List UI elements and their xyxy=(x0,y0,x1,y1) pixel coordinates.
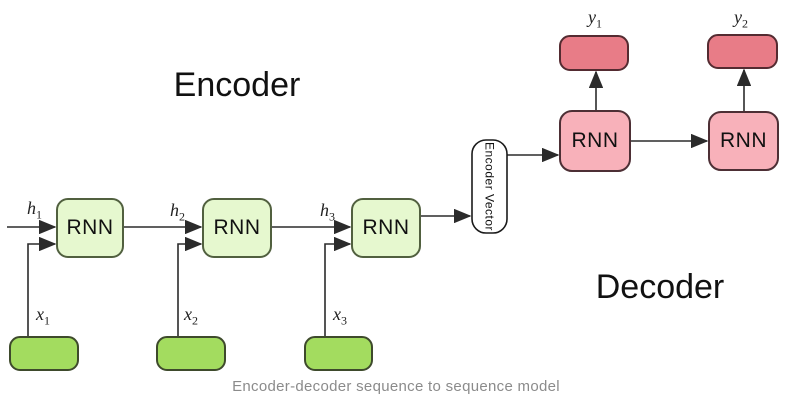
rnn-text: RNN xyxy=(720,129,767,152)
math-sub: 2 xyxy=(192,313,198,328)
output-y1-box xyxy=(559,35,629,71)
rnn-text: RNN xyxy=(66,216,114,239)
rnn-text: RNN xyxy=(213,216,261,239)
math-base: x xyxy=(333,304,341,324)
encoder-vector-label: Encoder Vector xyxy=(472,140,507,233)
decoder-title: Decoder xyxy=(595,268,725,306)
math-sub: 1 xyxy=(596,16,602,31)
encoder-rnn2-box xyxy=(202,198,272,258)
math-sub: 2 xyxy=(742,16,748,31)
math-sub: 3 xyxy=(341,313,347,328)
decoder-rnn2-label: RNN xyxy=(709,112,778,170)
hidden-state-label-h3: h3 xyxy=(320,200,335,224)
input-label-x2: x2 xyxy=(184,304,198,328)
hidden-state-label-h2: h2 xyxy=(170,200,185,224)
hidden-state-label-h1: h1 xyxy=(27,198,42,222)
input-x2-box xyxy=(156,336,226,371)
math-base: h xyxy=(27,198,36,218)
figure-caption: Encoder-decoder sequence to sequence mod… xyxy=(232,378,560,395)
math-base: x xyxy=(184,304,192,324)
math-base: y xyxy=(734,7,742,27)
math-base: y xyxy=(588,7,596,27)
arrow-x2-into-rnn2 xyxy=(177,236,203,337)
encoder-vector-box xyxy=(471,139,508,234)
decoder-rnn2-box xyxy=(708,111,779,171)
output-label-y1: y1 xyxy=(588,7,602,31)
rnn-text: RNN xyxy=(571,129,619,152)
encoder-rnn3-box xyxy=(351,198,421,258)
encoder-rnn3-label: RNN xyxy=(352,199,420,257)
math-base: h xyxy=(170,200,179,220)
decoder-rnn1-label: RNN xyxy=(560,111,630,171)
input-label-x3: x3 xyxy=(333,304,347,328)
math-sub: 2 xyxy=(179,209,185,224)
encoder-rnn2-label: RNN xyxy=(203,199,271,257)
decoder-rnn1-box xyxy=(559,110,631,172)
input-x1-box xyxy=(9,336,79,371)
math-sub: 1 xyxy=(36,207,42,222)
math-base: x xyxy=(36,304,44,324)
rnn-text: RNN xyxy=(362,216,410,239)
encoder-vector-text: Encoder Vector xyxy=(482,141,497,232)
input-x3-box xyxy=(304,336,373,371)
encoder-rnn1-box xyxy=(56,198,124,258)
encoder-title: Encoder xyxy=(173,66,301,104)
math-sub: 1 xyxy=(44,313,50,328)
output-label-y2: y2 xyxy=(734,7,748,31)
arrow-x3-into-rnn3 xyxy=(324,236,352,337)
math-base: h xyxy=(320,200,329,220)
arrow-x1-into-rnn1 xyxy=(27,236,57,337)
encoder-rnn1-label: RNN xyxy=(57,199,123,257)
output-y2-box xyxy=(707,34,778,69)
input-label-x1: x1 xyxy=(36,304,50,328)
math-sub: 3 xyxy=(329,209,335,224)
